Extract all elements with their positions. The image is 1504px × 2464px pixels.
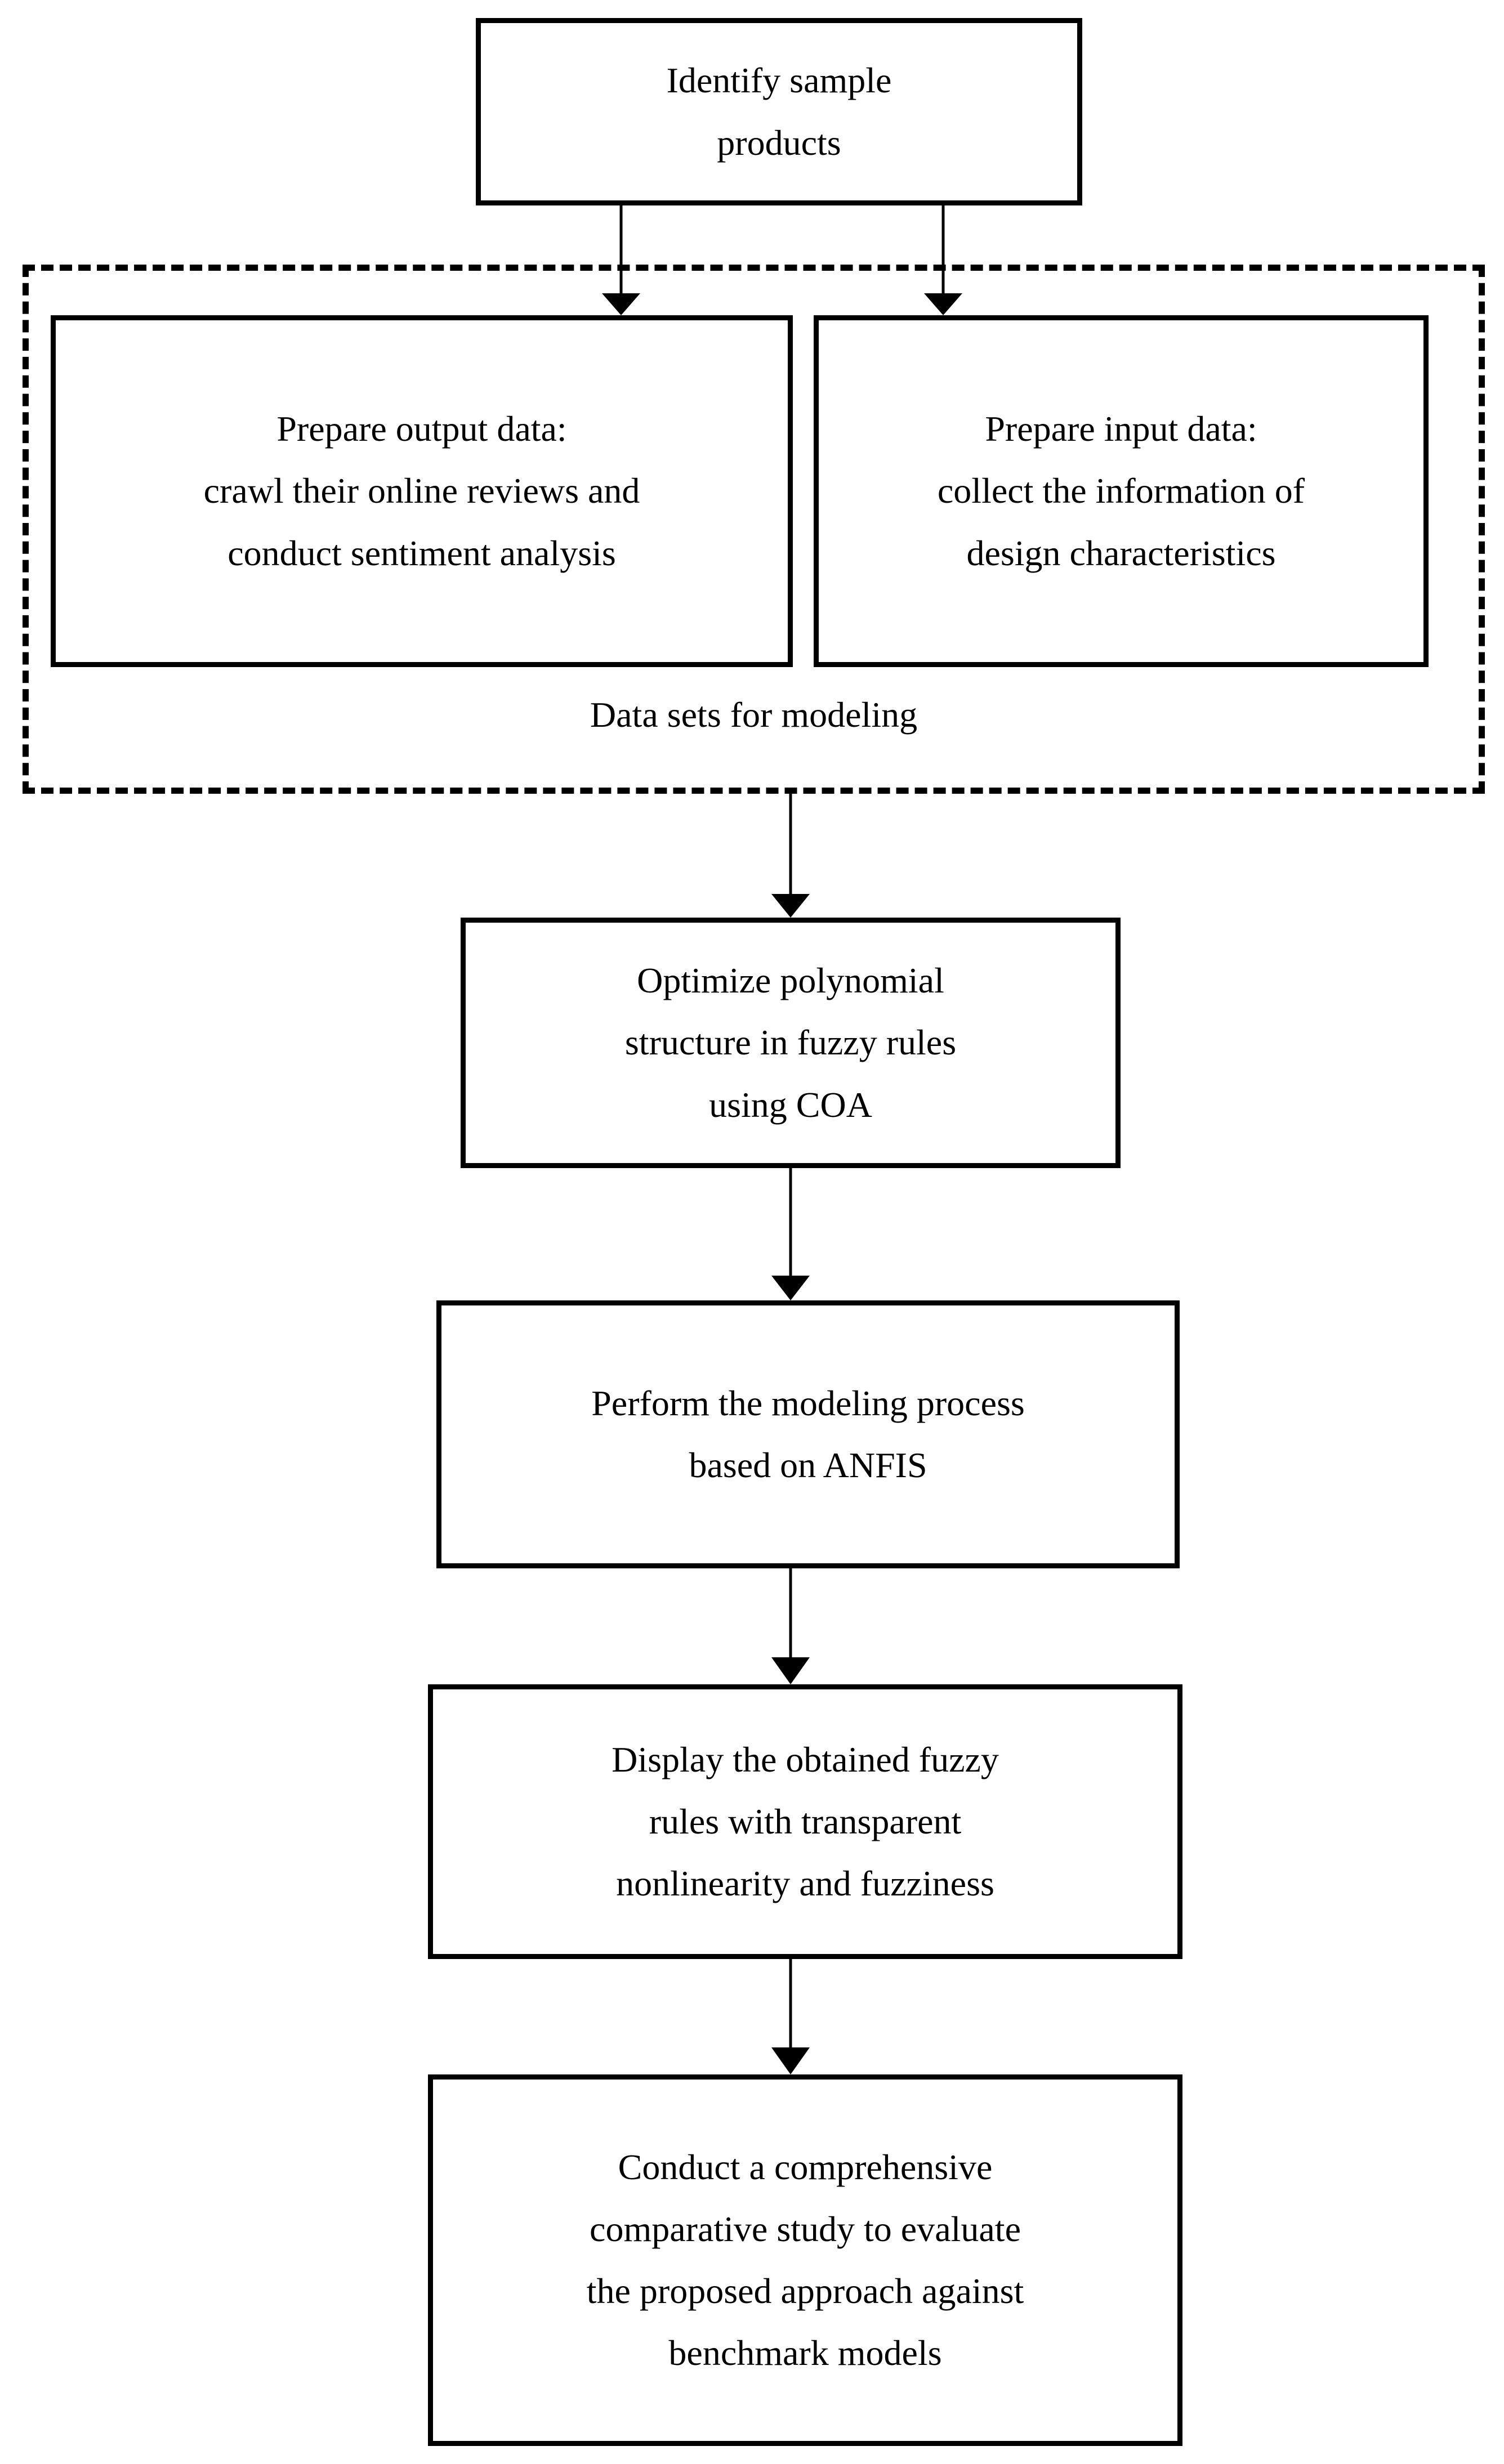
node-line: products (717, 122, 841, 163)
node-perform-modeling-anfis[interactable]: Perform the modeling process based on AN… (436, 1300, 1180, 1568)
node-line: Conduct a comprehensive (618, 2147, 993, 2187)
edge-data-sets-to-optimize (771, 794, 810, 918)
node-line: design characteristics (966, 533, 1276, 573)
node-prepare-input-data[interactable]: Prepare input data: collect the informat… (814, 315, 1429, 667)
node-line: collect the information of (937, 471, 1305, 511)
node-line: the proposed approach against (586, 2271, 1024, 2311)
node-line: crawl their online reviews and (203, 471, 640, 511)
node-line: using COA (709, 1084, 872, 1125)
node-optimize-polynomial-structure[interactable]: Optimize polynomial structure in fuzzy r… (461, 918, 1121, 1168)
node-line: Display the obtained fuzzy (612, 1739, 999, 1779)
node-conduct-comparative-study[interactable]: Conduct a comprehensive comparative stud… (428, 2074, 1182, 2446)
node-line: nonlinearity and fuzziness (616, 1863, 994, 1904)
group-label-data-sets-for-modeling: Data sets for modeling (590, 695, 918, 735)
node-display-obtained-fuzzy-rules[interactable]: Display the obtained fuzzy rules with tr… (428, 1684, 1182, 1959)
node-line: structure in fuzzy rules (624, 1022, 957, 1063)
node-line: comparative study to evaluate (590, 2208, 1021, 2249)
node-line: rules with transparent (649, 1801, 962, 1841)
node-line: Identify sample (666, 60, 892, 101)
node-line: conduct sentiment analysis (227, 533, 616, 573)
node-line: based on ANFIS (689, 1445, 927, 1485)
node-line: benchmark models (668, 2333, 942, 2373)
node-prepare-output-data[interactable]: Prepare output data: crawl their online … (51, 315, 793, 667)
node-line: Prepare input data: (985, 409, 1257, 449)
node-line: Prepare output data: (276, 409, 567, 449)
edge-optimize-to-anfis (771, 1168, 810, 1300)
node-identify-sample-products[interactable]: Identify sample products (476, 18, 1082, 205)
group-data-sets-for-modeling (23, 265, 1485, 794)
node-line: Perform the modeling process (591, 1383, 1025, 1423)
node-line: Optimize polynomial (637, 960, 944, 1001)
edge-anfis-to-display-rules (771, 1568, 810, 1684)
edge-display-rules-to-comparative (771, 1959, 810, 2074)
